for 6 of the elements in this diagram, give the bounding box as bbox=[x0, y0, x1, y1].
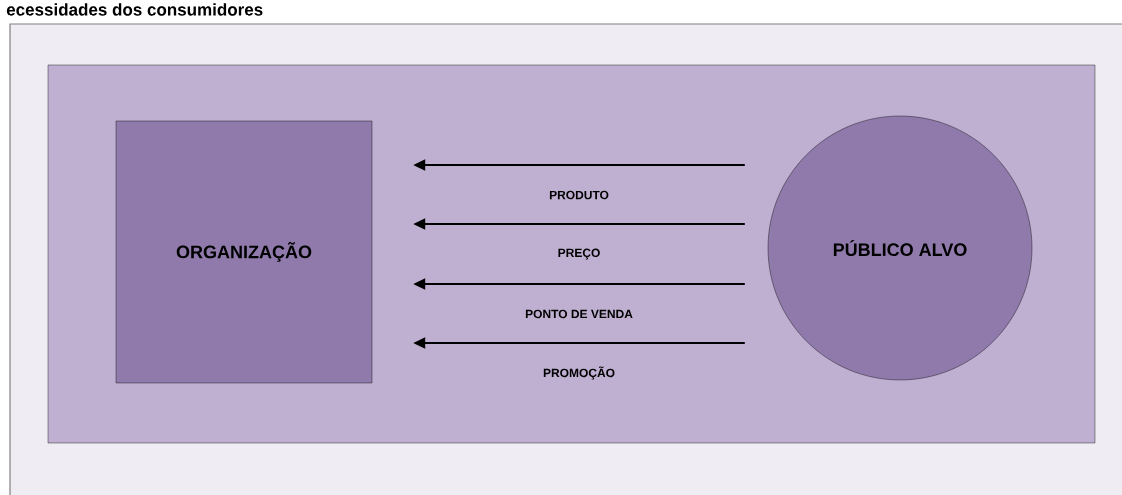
edge-label: PREÇO bbox=[558, 248, 600, 260]
edge-label: PROMOÇÃO bbox=[543, 366, 615, 380]
edge-label: PRODUTO bbox=[549, 190, 609, 200]
title: ecessidades dos consumidores bbox=[6, 3, 263, 16]
edge-label: PONTO DE VENDA bbox=[525, 309, 633, 319]
organization-box: ORGANIZAÇÃO bbox=[115, 120, 373, 384]
